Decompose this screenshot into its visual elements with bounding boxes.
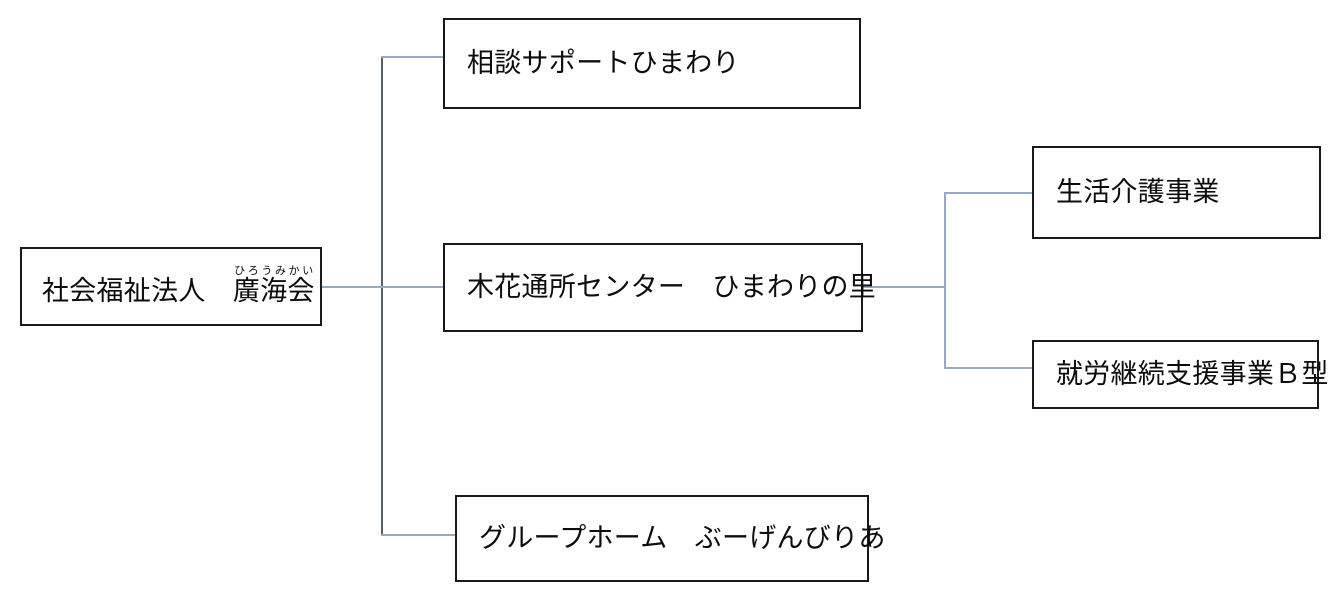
connector-subtrunk-to-seikatsu <box>944 192 1034 194</box>
node-root-ruby-base: 廣海会 <box>232 275 315 306</box>
connector-subtrunk-to-shuro <box>944 367 1034 369</box>
connector-sub-trunk <box>944 192 946 369</box>
node-soudan-label: 相談サポートひまわり <box>467 47 740 78</box>
node-root-ruby-reading: ひろうみかい <box>232 264 315 277</box>
connector-trunk-to-soudan <box>381 56 445 58</box>
node-root-prefix-text: 社会福祉法人 <box>42 275 233 306</box>
node-seikatsu-label: 生活介護事業 <box>1056 176 1220 207</box>
connector-kihana-to-subtrunk <box>862 286 946 288</box>
node-group-label: グループホーム ぶーげんびりあ <box>479 522 886 553</box>
node-shuro-keizoku-shien-jigyo-b-gata[interactable]: 就労継続支援事業Ｂ型 <box>1032 340 1328 409</box>
node-soudan-support-himawari[interactable]: 相談サポートひまわり <box>443 18 861 109</box>
connector-trunk-to-kihana <box>381 286 446 288</box>
connector-trunk-to-group <box>381 534 457 536</box>
node-kihana-day-center-himawari-no-sato[interactable]: 木花通所センター ひまわりの里 <box>443 243 876 332</box>
node-seikatsu-kaigo-jigyo[interactable]: 生活介護事業 <box>1032 146 1321 239</box>
node-root-ruby: 廣海会ひろうみかい <box>232 265 315 306</box>
node-group-home-bougenbiria[interactable]: グループホーム ぶーげんびりあ <box>455 495 885 582</box>
node-root-organization[interactable]: 社会福祉法人 廣海会ひろうみかい <box>20 247 322 326</box>
node-root-label: 社会福祉法人 廣海会ひろうみかい <box>22 265 325 309</box>
node-shuro-label: 就労継続支援事業Ｂ型 <box>1056 358 1329 389</box>
node-kihana-label: 木花通所センター ひまわりの里 <box>467 271 877 302</box>
connector-main-trunk <box>381 56 383 536</box>
